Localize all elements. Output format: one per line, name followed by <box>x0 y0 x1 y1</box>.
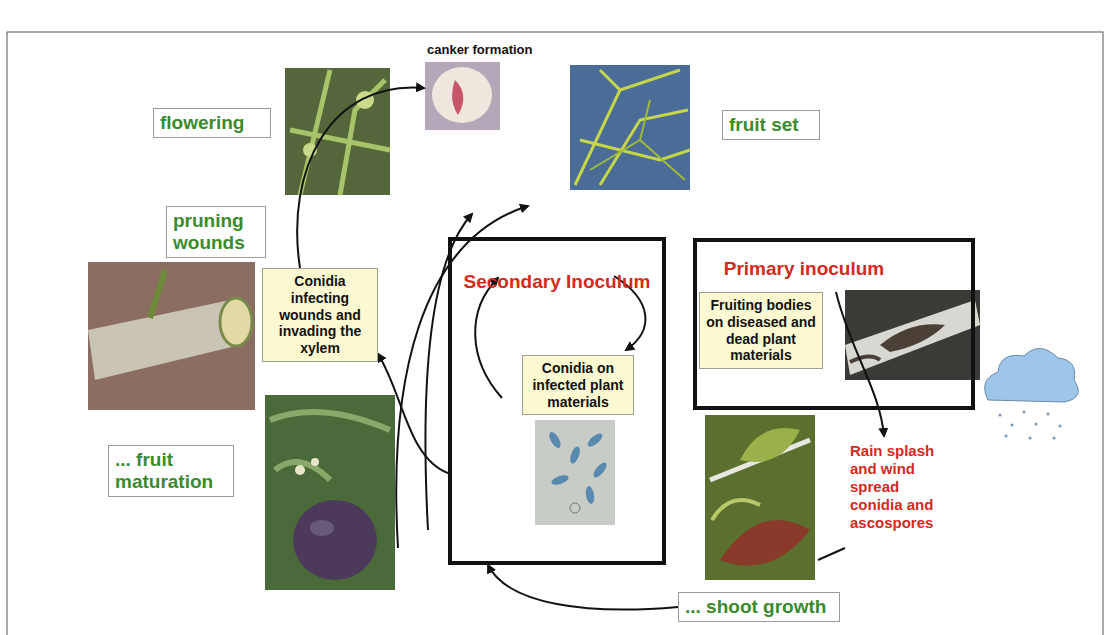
node-text: flowering <box>160 112 264 134</box>
inoculum-frame: Primary inoculumFruiting bodies on disea… <box>693 238 975 410</box>
pruning-wound-photo <box>88 262 255 410</box>
node-text: ... shoot growth <box>685 596 833 618</box>
process-box: Fruiting bodies on diseased and dead pla… <box>699 292 823 369</box>
inoculum-title: Primary inoculum <box>704 258 904 281</box>
fruit-maturation-photo <box>265 395 395 590</box>
stage-label: fruit set <box>722 110 820 140</box>
cycle-arrow <box>475 278 502 398</box>
flowering-photo <box>285 68 390 195</box>
node-text: pruning wounds <box>173 210 259 254</box>
process-box: Conidia infecting wounds and invading th… <box>262 268 378 362</box>
stage-label: ... fruit maturation <box>108 445 234 497</box>
node-text: ... fruit maturation <box>115 449 227 493</box>
figure-frame <box>7 32 1103 635</box>
spread-arrow <box>836 292 884 436</box>
stage-label: pruning wounds <box>166 206 266 258</box>
shoot-growth-photo <box>705 415 815 580</box>
cycle-arrow <box>488 565 678 609</box>
inoculum-frame: Secondary InoculumConidia on infected pl… <box>448 237 666 565</box>
photo-caption: canker formation <box>427 42 557 58</box>
cycle-arrow <box>396 206 528 548</box>
node-text: Conidia infecting wounds and invading th… <box>268 273 372 357</box>
node-text: Fruiting bodies on diseased and dead pla… <box>705 297 817 364</box>
stage-label: ... shoot growth <box>678 592 840 622</box>
conidia-micrograph <box>535 420 615 525</box>
annotation: Rain splash and wind spread conidia and … <box>850 442 954 532</box>
inoculum-title: Secondary Inoculum <box>452 271 662 294</box>
fruit-set-photo <box>570 65 690 190</box>
leader-line <box>818 548 845 560</box>
stage-label: flowering <box>153 108 271 138</box>
cycle-arrow <box>378 354 448 473</box>
node-text: fruit set <box>729 114 813 136</box>
diseased-branch-photo <box>845 290 980 380</box>
canker-photo <box>425 62 500 130</box>
rain-cloud <box>985 348 1079 439</box>
process-box: Conidia on infected plant materials <box>522 355 634 415</box>
node-text: Conidia on infected plant materials <box>528 360 628 410</box>
cycle-arrow <box>297 88 424 268</box>
